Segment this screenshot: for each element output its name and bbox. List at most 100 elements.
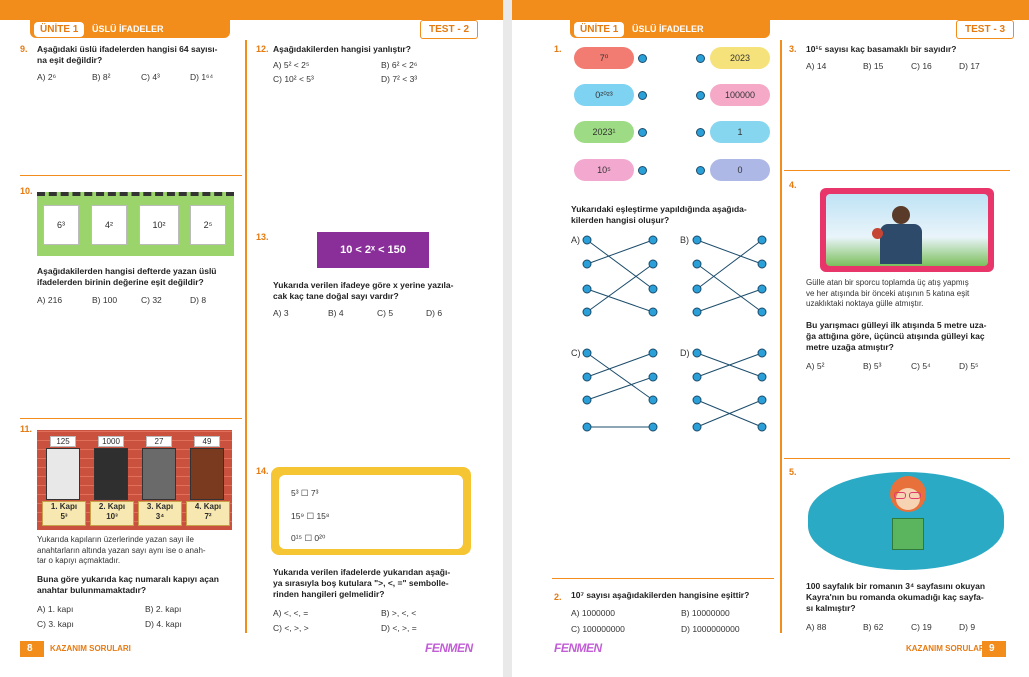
key-value: 7²: [204, 512, 212, 521]
option-a[interactable]: A) 5² < 2⁵: [273, 60, 310, 70]
option-d[interactable]: D) 1000000000: [681, 624, 740, 634]
q4-number: 4.: [789, 180, 797, 190]
door-label: 1. Kapı: [50, 502, 78, 511]
door-number: 125: [50, 436, 76, 447]
option-a[interactable]: A): [571, 235, 580, 245]
option-a[interactable]: A) 216: [37, 295, 63, 305]
column-divider: [780, 40, 782, 633]
option-a[interactable]: A) <, <, =: [273, 608, 309, 618]
option-c[interactable]: C) 3. kapı: [37, 619, 74, 629]
option-d[interactable]: D) 9: [959, 622, 976, 632]
header-bar: [512, 0, 1029, 20]
key-value: 10³: [106, 512, 118, 521]
option-d[interactable]: D) 6: [426, 308, 443, 318]
unit-name: ÜSLÜ İFADELER: [92, 24, 164, 34]
match-dot[interactable]: [696, 128, 705, 137]
q14-text: Yukarıda verilen ifadelerde yukarıdan aş…: [273, 567, 451, 599]
notebook-card: 6³: [43, 205, 79, 245]
page-number: 9: [982, 641, 1006, 657]
unit-name: ÜSLÜ İFADELER: [632, 24, 704, 34]
q4-text: Bu yarışmacı gülleyi ilk atışında 5 metr…: [806, 320, 987, 352]
divider: [20, 418, 242, 419]
option-c[interactable]: C) 100000000: [571, 624, 625, 634]
option-d[interactable]: D) 7² < 3³: [381, 74, 418, 84]
option-a[interactable]: A) 2⁶: [37, 72, 57, 82]
door-label: 4. Kapı: [194, 502, 222, 511]
door-number: 49: [194, 436, 220, 447]
option-c[interactable]: C) 5⁴: [911, 361, 931, 371]
option-d[interactable]: D): [680, 348, 690, 358]
option-c[interactable]: C) 10² < 5³: [273, 74, 314, 84]
q10-options: A) 216 B) 100 C) 32 D) 8: [37, 295, 206, 305]
option-c[interactable]: C) 32: [141, 295, 162, 305]
q1-text: Yukarıdaki eşleştirme yapıldığında aşağı…: [571, 204, 747, 225]
option-c[interactable]: C): [571, 348, 581, 358]
option-c[interactable]: C) 5: [377, 308, 394, 318]
option-d[interactable]: D) 4. kapı: [145, 619, 182, 629]
door-1[interactable]: [46, 448, 80, 500]
notebook-card: 4²: [91, 205, 127, 245]
option-b[interactable]: B) 5³: [863, 361, 882, 371]
q5-text: 100 sayfalık bir romanın 3⁴ sayfasını ok…: [806, 581, 986, 613]
option-d[interactable]: D) 1⁶⁴: [190, 72, 214, 82]
option-a[interactable]: A) 3: [273, 308, 289, 318]
divider: [784, 170, 1010, 171]
match-dot[interactable]: [696, 91, 705, 100]
footer-label: KAZANIM SORULARI: [50, 644, 131, 653]
option-b[interactable]: B) 15: [863, 61, 884, 71]
option-d[interactable]: D) 5⁵: [959, 361, 979, 371]
q2-text: 10⁷ sayısı aşağıdakilerden hangisine eşi…: [571, 590, 750, 600]
q12-text: Aşağıdakilerden hangisi yanlıştır?: [273, 44, 411, 54]
test-label: TEST - 2: [420, 20, 479, 39]
q9-number: 9.: [20, 44, 28, 54]
option-a[interactable]: A) 1. kapı: [37, 604, 74, 614]
match-dot[interactable]: [696, 54, 705, 63]
door-2[interactable]: [94, 448, 128, 500]
q12-number: 12.: [256, 44, 269, 54]
left-pill: 2023¹: [574, 121, 634, 143]
option-c[interactable]: C) 19: [911, 622, 932, 632]
left-pill: 10⁵: [574, 159, 634, 181]
option-a[interactable]: A) 1000000: [571, 608, 615, 618]
option-c[interactable]: C) <, >, >: [273, 623, 309, 633]
divider: [784, 458, 1010, 459]
option-b[interactable]: B) 4: [328, 308, 344, 318]
option-b[interactable]: B): [680, 235, 689, 245]
q1-number: 1.: [554, 44, 562, 54]
option-b[interactable]: B) >, <, <: [381, 608, 417, 618]
notebook-card: 10²: [139, 205, 179, 245]
q10-text: Aşağıdakilerden hangisi defterde yazan ü…: [37, 266, 217, 287]
q13-text: Yukarıda verilen ifadeye göre x yerine y…: [273, 280, 454, 301]
match-dot[interactable]: [638, 91, 647, 100]
option-c[interactable]: C) 4³: [141, 72, 160, 82]
option-d[interactable]: D) 8: [190, 295, 207, 305]
divider: [20, 175, 242, 176]
option-b[interactable]: B) 6² < 2⁶: [381, 60, 418, 70]
notebook-card: 2⁵: [190, 205, 226, 245]
option-a[interactable]: A) 88: [806, 622, 827, 632]
option-a[interactable]: A) 14: [806, 61, 827, 71]
option-d[interactable]: D) 17: [959, 61, 980, 71]
option-d[interactable]: D) <, >, =: [381, 623, 417, 633]
logo: FENMEN: [554, 641, 602, 655]
option-b[interactable]: B) 8²: [92, 72, 111, 82]
option-b[interactable]: B) 10000000: [681, 608, 730, 618]
option-b[interactable]: B) 100: [92, 295, 118, 305]
option-a[interactable]: A) 5²: [806, 361, 825, 371]
header-bar: [0, 0, 503, 20]
option-b[interactable]: B) 2. kapı: [145, 604, 182, 614]
q3-options: A) 14 B) 15 C) 16 D) 17: [806, 61, 980, 71]
match-dot[interactable]: [638, 128, 647, 137]
q11-options: A) 1. kapı B) 2. kapı C) 3. kapı D) 4. k…: [37, 604, 237, 629]
option-c[interactable]: C) 16: [911, 61, 932, 71]
match-dot[interactable]: [638, 54, 647, 63]
match-dot[interactable]: [696, 166, 705, 175]
door-4[interactable]: [190, 448, 224, 500]
door-3[interactable]: [142, 448, 176, 500]
option-b[interactable]: B) 62: [863, 622, 884, 632]
match-dot[interactable]: [638, 166, 647, 175]
q2-number: 2.: [554, 592, 562, 602]
footer-label: KAZANIM SORULARI: [906, 644, 987, 653]
